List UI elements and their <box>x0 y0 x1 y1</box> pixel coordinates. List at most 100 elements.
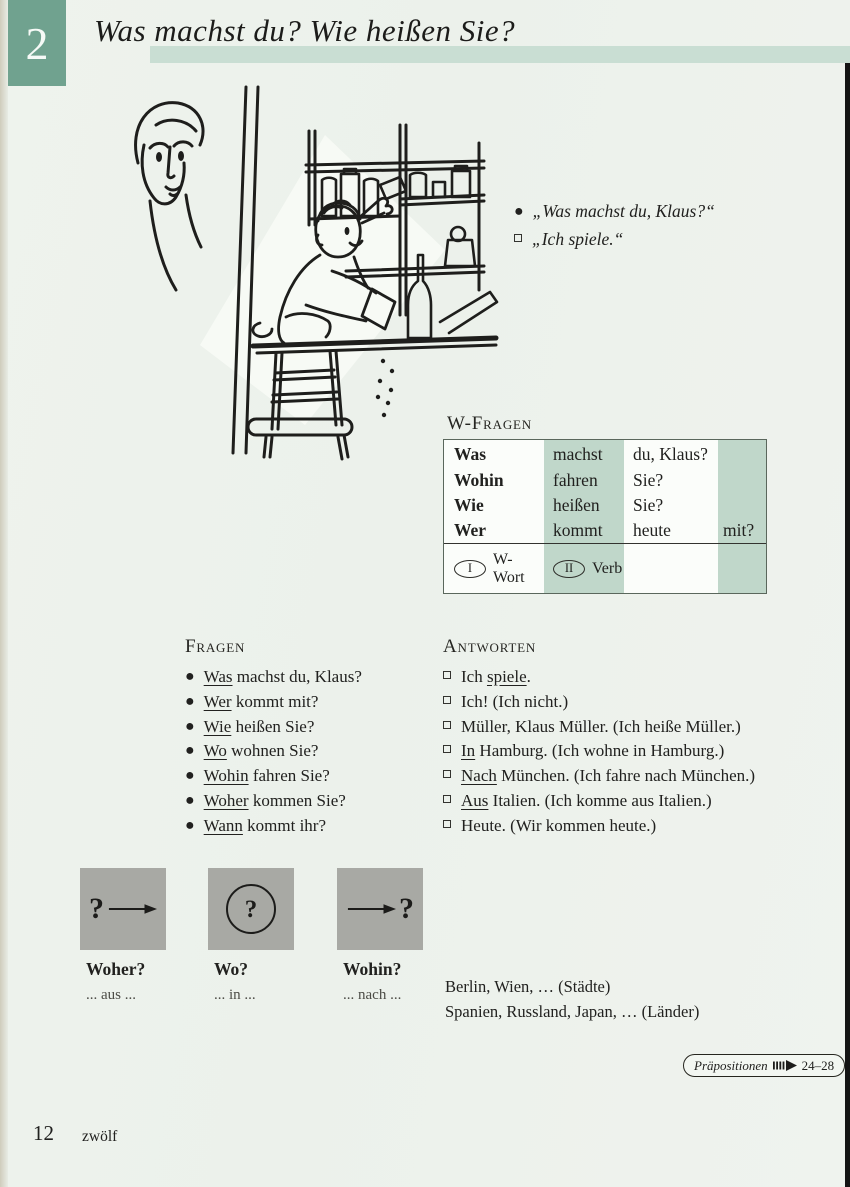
child-figure <box>251 196 397 345</box>
illustration-drawing <box>134 85 499 461</box>
dialogue-text: „Ich spiele.“ <box>532 229 624 249</box>
square-bullet-icon <box>514 234 522 242</box>
chair <box>246 349 354 461</box>
cities-example: Berlin, Wien, … (Städte) <box>445 977 611 996</box>
list-item: Heute. (Wir kommen heute.) <box>443 816 755 841</box>
woher-diagram: ? <box>80 868 166 950</box>
table-cell-extra <box>718 493 766 518</box>
box-sub-label: ... in ... <box>214 987 256 1003</box>
antworten-section: Antworten Ich spiele. Ich! (Ich nicht.) … <box>443 636 755 841</box>
list-item: Müller, Klaus Müller. (Ich heiße Müller.… <box>443 717 755 742</box>
place-examples: Berlin, Wien, … (Städte) Spanien, Russla… <box>445 975 699 1024</box>
box-label: Wohin? <box>343 959 402 979</box>
fragen-section: Fragen ●Was machst du, Klaus? ●Wer kommt… <box>185 636 362 841</box>
wohin-diagram: ? <box>337 868 423 950</box>
table-cell-rest: Sie? <box>633 495 664 515</box>
table-cell-rest: du, Klaus? <box>633 443 708 464</box>
round-bullet-icon: ● <box>185 767 195 785</box>
wfragen-heading: W-Fragen <box>447 413 532 434</box>
question-mark: ? <box>89 892 104 925</box>
square-bullet-icon <box>443 745 451 754</box>
table-cell-extra <box>718 440 766 468</box>
list-item: Ich spiele. <box>443 667 755 692</box>
table-cell-wword: Wohin <box>454 470 504 490</box>
page-number-word: zwölf <box>82 1128 118 1145</box>
door-frame <box>231 85 260 455</box>
round-bullet-icon: ● <box>185 717 195 735</box>
list-item: ●Wie heißen Sie? <box>185 716 315 736</box>
circle-icon: ? <box>226 884 276 934</box>
list-item: In Hamburg. (Ich wohne in Hamburg.) <box>443 741 755 766</box>
square-bullet-icon <box>443 770 451 779</box>
footer-label: W-Wort <box>493 550 525 586</box>
list-item: ●Wo wohnen Sie? <box>185 741 319 761</box>
arrow-right-icon <box>347 904 396 914</box>
fragen-heading: Fragen <box>185 636 246 657</box>
unit-number-tab: 2 <box>8 0 66 86</box>
dialogue-line: „Ich spiele.“ <box>514 225 715 253</box>
dialogue-line: ● „Was machst du, Klaus?“ <box>514 197 715 225</box>
list-item: Nach München. (Ich fahre nach München.) <box>443 766 755 791</box>
table-cell-verb: machst <box>544 440 624 468</box>
box-sub-label: ... aus ... <box>86 987 136 1003</box>
reference-badge: Präpositionen 24–28 <box>683 1054 846 1077</box>
box-label: Woher? <box>86 959 146 979</box>
list-item: ●Wer kommt mit? <box>185 691 319 711</box>
square-bullet-icon <box>443 720 451 729</box>
roman-numeral-one-icon: I <box>454 559 486 578</box>
round-bullet-icon: ● <box>185 692 195 710</box>
unit-number: 2 <box>25 17 49 69</box>
round-bullet-icon: ● <box>185 668 195 685</box>
table-footer-empty <box>718 543 766 593</box>
list-item: Ich! (Ich nicht.) <box>443 692 755 717</box>
antworten-heading: Antworten <box>443 636 537 657</box>
list-item: ●Wann kommt ihr? <box>185 815 327 835</box>
square-bullet-icon <box>443 794 451 803</box>
table-cell-verb: kommt <box>544 518 624 543</box>
round-bullet-icon: ● <box>185 816 195 834</box>
title-band <box>150 46 850 63</box>
square-bullet-icon <box>443 671 451 679</box>
table-footer-empty <box>624 543 718 593</box>
table-footer-wwort: I W-Wort <box>444 543 544 593</box>
round-bullet-icon: ● <box>185 791 195 809</box>
badge-label: Präpositionen <box>694 1057 768 1073</box>
round-bullet-icon: ● <box>185 742 195 760</box>
arrow-right-icon <box>108 904 157 914</box>
page-ref-arrow-icon <box>772 1060 797 1071</box>
question-mark: ? <box>244 895 258 923</box>
table-cell-wword: Was <box>454 443 487 464</box>
table-cell-verb: fahren <box>544 468 624 493</box>
wo-diagram: ? <box>208 868 294 950</box>
box-label: Wo? <box>214 959 249 979</box>
table-cell-extra <box>718 468 766 493</box>
page-number: 12 <box>33 1121 54 1145</box>
diagram-box-wo: ? Wo? ... in ... <box>208 868 338 1004</box>
badge-pages: 24–28 <box>801 1057 835 1073</box>
round-bullet-icon: ● <box>514 203 524 220</box>
table-cell-verb: heißen <box>544 493 624 518</box>
table-footer-verb: II Verb <box>544 543 624 593</box>
mother-face <box>134 101 205 292</box>
table-cell-rest: heute <box>633 520 671 540</box>
dialogue-text: „Was machst du, Klaus?“ <box>532 201 715 221</box>
table-cell-extra: mit? <box>718 518 766 543</box>
square-bullet-icon <box>443 695 451 704</box>
roman-numeral-two-icon: II <box>553 559 585 578</box>
wfragen-table: Was machst du, Klaus? Wohin fahren Sie? … <box>443 439 767 594</box>
antworten-list: Ich spiele. Ich! (Ich nicht.) Müller, Kl… <box>443 667 755 841</box>
diagram-box-wohin: ? Wohin? ... nach ... <box>337 868 467 1004</box>
table-cell-rest: Sie? <box>633 470 664 490</box>
falling-crumbs <box>375 358 395 418</box>
square-bullet-icon <box>443 819 451 828</box>
table-cell-wword: Wie <box>454 495 484 515</box>
scan-edge-right <box>845 62 850 1187</box>
footer-label: Verb <box>592 559 623 577</box>
countries-example: Spanien, Russland, Japan, … (Länder) <box>445 1001 700 1021</box>
question-mark: ? <box>399 892 414 925</box>
table-cell-wword: Wer <box>454 520 487 540</box>
list-item: Aus Italien. (Ich komme aus Italien.) <box>443 791 755 816</box>
page-title: Was machst du? Wie heißen Sie? <box>94 13 516 48</box>
dialogue: ● „Was machst du, Klaus?“ „Ich spiele.“ <box>514 197 715 253</box>
